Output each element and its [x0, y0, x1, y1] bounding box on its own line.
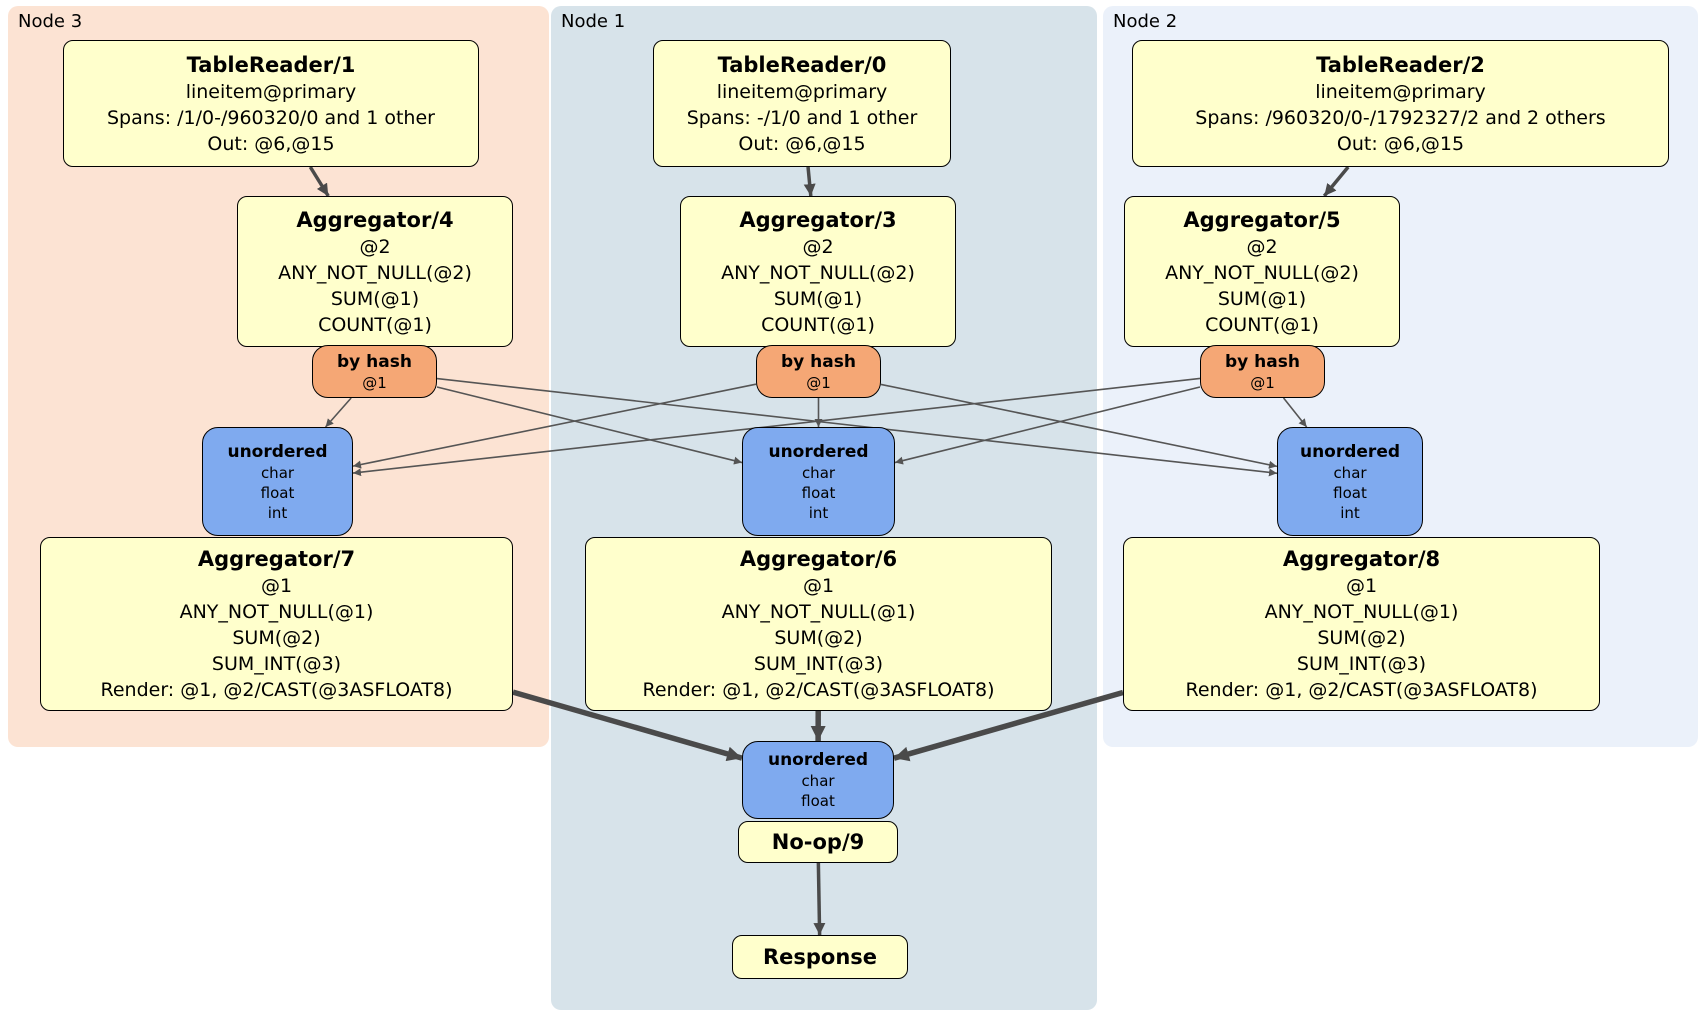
processor-detail: lineitem@primary: [185, 80, 357, 103]
processor-detail: Render: @1, @2/CAST(@3ASFLOAT8): [100, 679, 453, 701]
processor-detail: lineitem@primary: [716, 80, 888, 103]
processor-aggregator-3: Aggregator/3 @2 ANY_NOT_NULL(@2) SUM(@1)…: [680, 196, 956, 347]
sync-column: int: [1340, 503, 1360, 522]
sync-unordered-node3: unordered char float int: [202, 427, 353, 536]
processor-title: Response: [762, 945, 878, 969]
sync-title: unordered: [767, 750, 869, 770]
sync-title: unordered: [227, 441, 328, 462]
response-node: Response: [732, 935, 908, 979]
processor-detail: SUM(@1): [330, 287, 420, 310]
processor-detail: Render: @1, @2/CAST(@3ASFLOAT8): [1185, 679, 1538, 701]
processor-title: Aggregator/5: [1183, 207, 1341, 232]
processor-no-op-9: No-op/9: [738, 821, 898, 863]
processor-detail: SUM(@1): [773, 287, 863, 310]
processor-title: TableReader/0: [717, 52, 887, 77]
region-node-3-label: Node 3: [18, 11, 83, 32]
processor-title: Aggregator/6: [739, 547, 898, 571]
processor-title: Aggregator/8: [1282, 547, 1441, 571]
processor-title: Aggregator/7: [197, 547, 356, 571]
processor-detail: @2: [359, 235, 391, 258]
processor-detail: SUM(@2): [774, 627, 863, 649]
processor-detail: COUNT(@1): [1205, 313, 1319, 336]
router-title: by hash: [1225, 351, 1300, 372]
sync-column: char: [801, 772, 835, 790]
processor-aggregator-5: Aggregator/5 @2 ANY_NOT_NULL(@2) SUM(@1)…: [1124, 196, 1400, 347]
processor-title: TableReader/2: [1316, 52, 1485, 77]
processor-detail: Spans: -/1/0 and 1 other: [686, 106, 918, 129]
processor-table-reader-2: TableReader/2 lineitem@primary Spans: /9…: [1132, 40, 1669, 167]
router-by-hash-node2: by hash @1: [1200, 345, 1325, 398]
processor-detail: Spans: /1/0-/960320/0 and 1 other: [107, 106, 435, 129]
processor-table-reader-0: TableReader/0 lineitem@primary Spans: -/…: [653, 40, 951, 167]
region-node-2-label: Node 2: [1113, 11, 1178, 32]
processor-detail: SUM(@1): [1217, 287, 1307, 310]
processor-detail: COUNT(@1): [318, 313, 432, 336]
sync-column: float: [260, 483, 295, 502]
sync-column: char: [1333, 463, 1367, 482]
sync-unordered-node2: unordered char float int: [1277, 427, 1423, 536]
router-title: by hash: [781, 351, 856, 372]
processor-detail: ANY_NOT_NULL(@1): [1264, 601, 1459, 623]
router-detail: @1: [362, 373, 387, 392]
processor-detail: ANY_NOT_NULL(@1): [179, 601, 374, 623]
sync-title: unordered: [768, 441, 869, 462]
processor-aggregator-8: Aggregator/8 @1 ANY_NOT_NULL(@1) SUM(@2)…: [1123, 537, 1600, 711]
processor-title: Aggregator/4: [296, 207, 454, 232]
processor-detail: ANY_NOT_NULL(@2): [278, 261, 472, 284]
processor-detail: Spans: /960320/0-/1792327/2 and 2 others: [1195, 106, 1606, 129]
processor-detail: ANY_NOT_NULL(@2): [1165, 261, 1359, 284]
processor-detail: SUM_INT(@3): [211, 653, 342, 675]
processor-detail: @2: [802, 235, 834, 258]
processor-table-reader-1: TableReader/1 lineitem@primary Spans: /1…: [63, 40, 479, 167]
sync-column: float: [1333, 483, 1367, 502]
router-title: by hash: [337, 351, 412, 372]
processor-aggregator-4: Aggregator/4 @2 ANY_NOT_NULL(@2) SUM(@1)…: [237, 196, 513, 347]
router-detail: @1: [806, 373, 831, 392]
processor-detail: @1: [802, 575, 835, 597]
sync-unordered-node1: unordered char float int: [742, 427, 895, 536]
processor-title: TableReader/1: [186, 52, 356, 77]
processor-aggregator-7: Aggregator/7 @1 ANY_NOT_NULL(@1) SUM(@2)…: [40, 537, 513, 711]
processor-detail: Out: @6,@15: [738, 132, 866, 155]
processor-detail: Out: @6,@15: [1336, 132, 1465, 155]
processor-detail: ANY_NOT_NULL(@1): [721, 601, 916, 623]
sync-column: int: [267, 503, 288, 522]
sync-column: char: [260, 463, 295, 482]
processor-detail: SUM(@2): [1317, 627, 1406, 649]
sync-column: float: [801, 792, 835, 810]
processor-aggregator-6: Aggregator/6 @1 ANY_NOT_NULL(@1) SUM(@2)…: [585, 537, 1052, 711]
processor-detail: SUM_INT(@3): [753, 653, 884, 675]
processor-detail: COUNT(@1): [761, 313, 875, 336]
router-by-hash-node1: by hash @1: [756, 345, 881, 398]
processor-detail: Out: @6,@15: [207, 132, 335, 155]
sync-unordered-final: unordered char float: [742, 741, 894, 819]
processor-detail: Render: @1, @2/CAST(@3ASFLOAT8): [642, 679, 995, 701]
sync-column: char: [801, 463, 836, 482]
region-node-1-label: Node 1: [561, 11, 626, 32]
router-detail: @1: [1250, 373, 1275, 392]
sync-column: int: [808, 503, 829, 522]
processor-detail: SUM_INT(@3): [1296, 653, 1427, 675]
sync-title: unordered: [1299, 441, 1401, 462]
processor-detail: SUM(@2): [232, 627, 321, 649]
processor-detail: ANY_NOT_NULL(@2): [721, 261, 915, 284]
router-by-hash-node3: by hash @1: [312, 345, 437, 398]
processor-title: Aggregator/3: [739, 207, 897, 232]
processor-detail: @2: [1246, 235, 1278, 258]
processor-detail: lineitem@primary: [1315, 80, 1486, 103]
processor-detail: @1: [1345, 575, 1378, 597]
processor-title: No-op/9: [771, 830, 865, 854]
processor-detail: @1: [260, 575, 293, 597]
sync-column: float: [801, 483, 836, 502]
